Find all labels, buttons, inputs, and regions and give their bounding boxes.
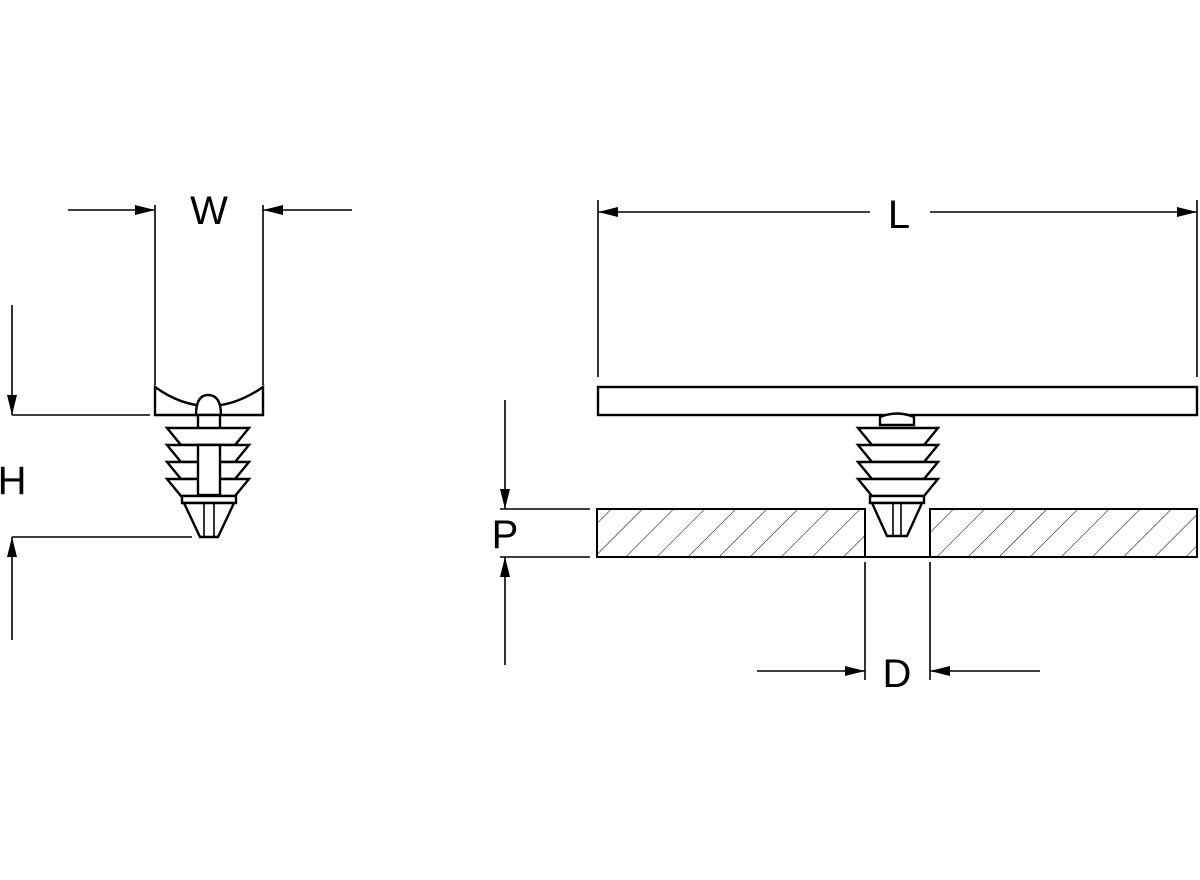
height-label: H: [0, 459, 26, 503]
length-dimension: L: [597, 193, 1198, 377]
width-dimension: W: [68, 189, 352, 385]
hole-diameter-dimension: D: [757, 562, 1040, 696]
panel-thickness-dimension: P: [492, 400, 590, 665]
fastener-installed: [855, 412, 941, 538]
mounted-strip: [596, 385, 1199, 417]
width-label: W: [190, 189, 228, 233]
hole-diameter-label: D: [883, 652, 912, 696]
panel: [596, 508, 1198, 558]
length-label: L: [888, 193, 910, 237]
side-view: W H: [0, 189, 352, 640]
height-dimension: H: [0, 305, 192, 640]
panel-thickness-label: P: [492, 513, 519, 557]
fastener-side: [153, 384, 265, 539]
assembly-view: L P: [492, 193, 1199, 696]
